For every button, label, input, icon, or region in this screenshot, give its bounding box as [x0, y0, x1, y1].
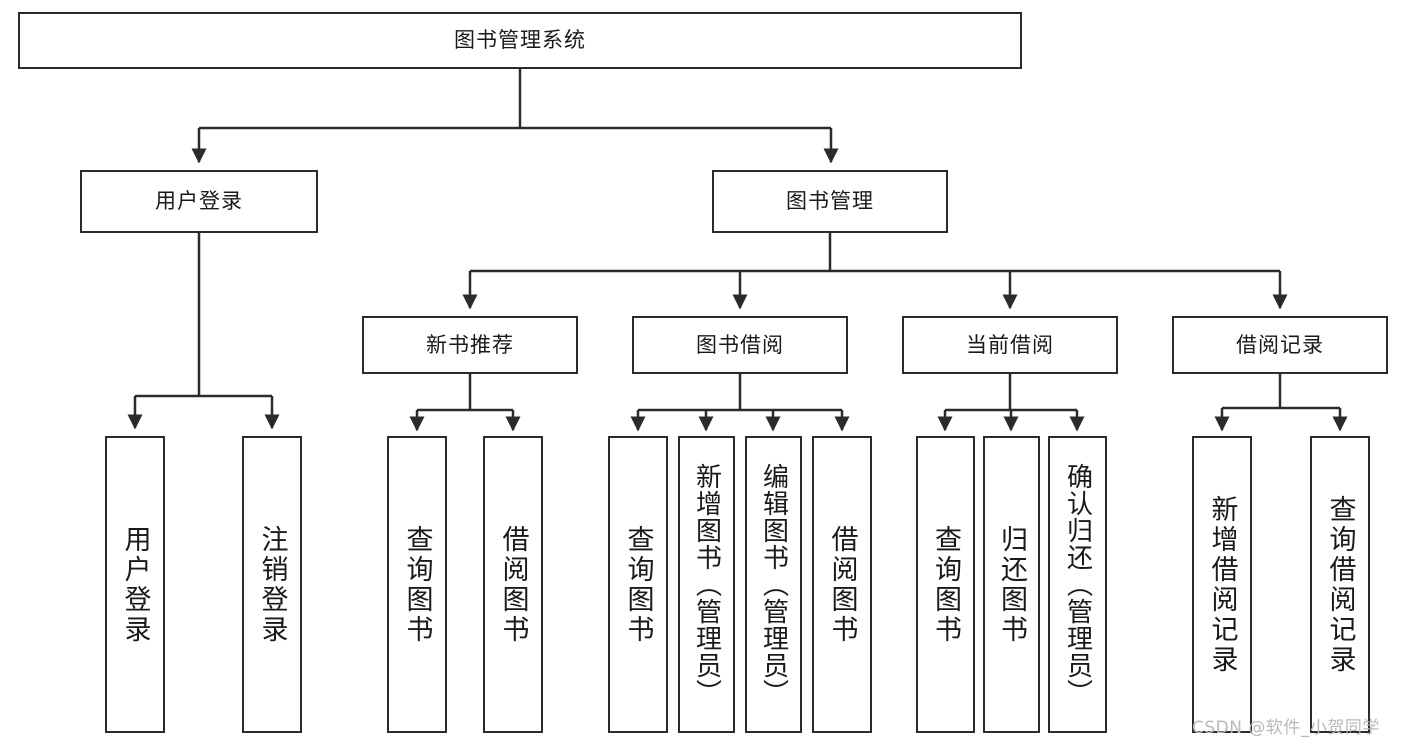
node-leaf-return-book-label: 归还图书: [996, 524, 1027, 645]
node-leaf-edit-book-admin-label: 编辑图书（管理员）: [758, 463, 789, 706]
node-leaf-add-book-admin[interactable]: 新增图书（管理员）: [678, 436, 735, 733]
csdn-watermark: CSDN @软件_小贺同学: [1192, 718, 1380, 738]
node-leaf-add-borrow-record-label: 新增借阅记录: [1206, 494, 1238, 675]
node-leaf-query-book-1-label: 查询图书: [401, 524, 433, 645]
node-user-login-label: 用户登录: [155, 189, 243, 213]
node-leaf-logout-login-label: 注销登录: [256, 524, 288, 645]
node-leaf-query-book-3[interactable]: 查询图书: [916, 436, 975, 733]
node-borrow-record-label: 借阅记录: [1236, 332, 1324, 357]
node-user-login[interactable]: 用户登录: [80, 170, 318, 233]
node-book-manage-label: 图书管理: [786, 189, 874, 213]
node-leaf-logout-login[interactable]: 注销登录: [242, 436, 302, 733]
node-leaf-confirm-return-admin-label: 确认归还（管理员）: [1062, 463, 1093, 706]
node-book-borrow-label: 图书借阅: [696, 332, 784, 357]
node-leaf-query-book-2[interactable]: 查询图书: [608, 436, 668, 733]
node-book-borrow[interactable]: 图书借阅: [632, 316, 848, 374]
node-leaf-query-book-3-label: 查询图书: [930, 524, 961, 645]
node-leaf-query-borrow-record[interactable]: 查询借阅记录: [1310, 436, 1370, 733]
node-leaf-confirm-return-admin[interactable]: 确认归还（管理员）: [1048, 436, 1107, 733]
node-new-book-recommend-label: 新书推荐: [426, 332, 514, 357]
node-borrow-record[interactable]: 借阅记录: [1172, 316, 1388, 374]
node-current-borrow-label: 当前借阅: [966, 332, 1054, 357]
node-leaf-add-borrow-record[interactable]: 新增借阅记录: [1192, 436, 1252, 733]
node-leaf-user-login-label: 用户登录: [119, 524, 151, 645]
node-root-system[interactable]: 图书管理系统: [18, 12, 1022, 69]
node-current-borrow[interactable]: 当前借阅: [902, 316, 1118, 374]
node-leaf-user-login[interactable]: 用户登录: [105, 436, 165, 733]
node-leaf-query-book-2-label: 查询图书: [622, 524, 654, 645]
node-new-book-recommend[interactable]: 新书推荐: [362, 316, 578, 374]
node-book-manage[interactable]: 图书管理: [712, 170, 948, 233]
node-leaf-borrow-book-2[interactable]: 借阅图书: [812, 436, 872, 733]
node-leaf-borrow-book-1[interactable]: 借阅图书: [483, 436, 543, 733]
node-leaf-query-borrow-record-label: 查询借阅记录: [1324, 494, 1356, 675]
node-leaf-borrow-book-2-label: 借阅图书: [826, 524, 858, 645]
node-leaf-query-book-1[interactable]: 查询图书: [387, 436, 447, 733]
node-leaf-add-book-admin-label: 新增图书（管理员）: [691, 463, 722, 706]
node-leaf-borrow-book-1-label: 借阅图书: [497, 524, 529, 645]
node-root-label: 图书管理系统: [454, 28, 586, 52]
node-leaf-return-book[interactable]: 归还图书: [983, 436, 1040, 733]
node-leaf-edit-book-admin[interactable]: 编辑图书（管理员）: [745, 436, 802, 733]
